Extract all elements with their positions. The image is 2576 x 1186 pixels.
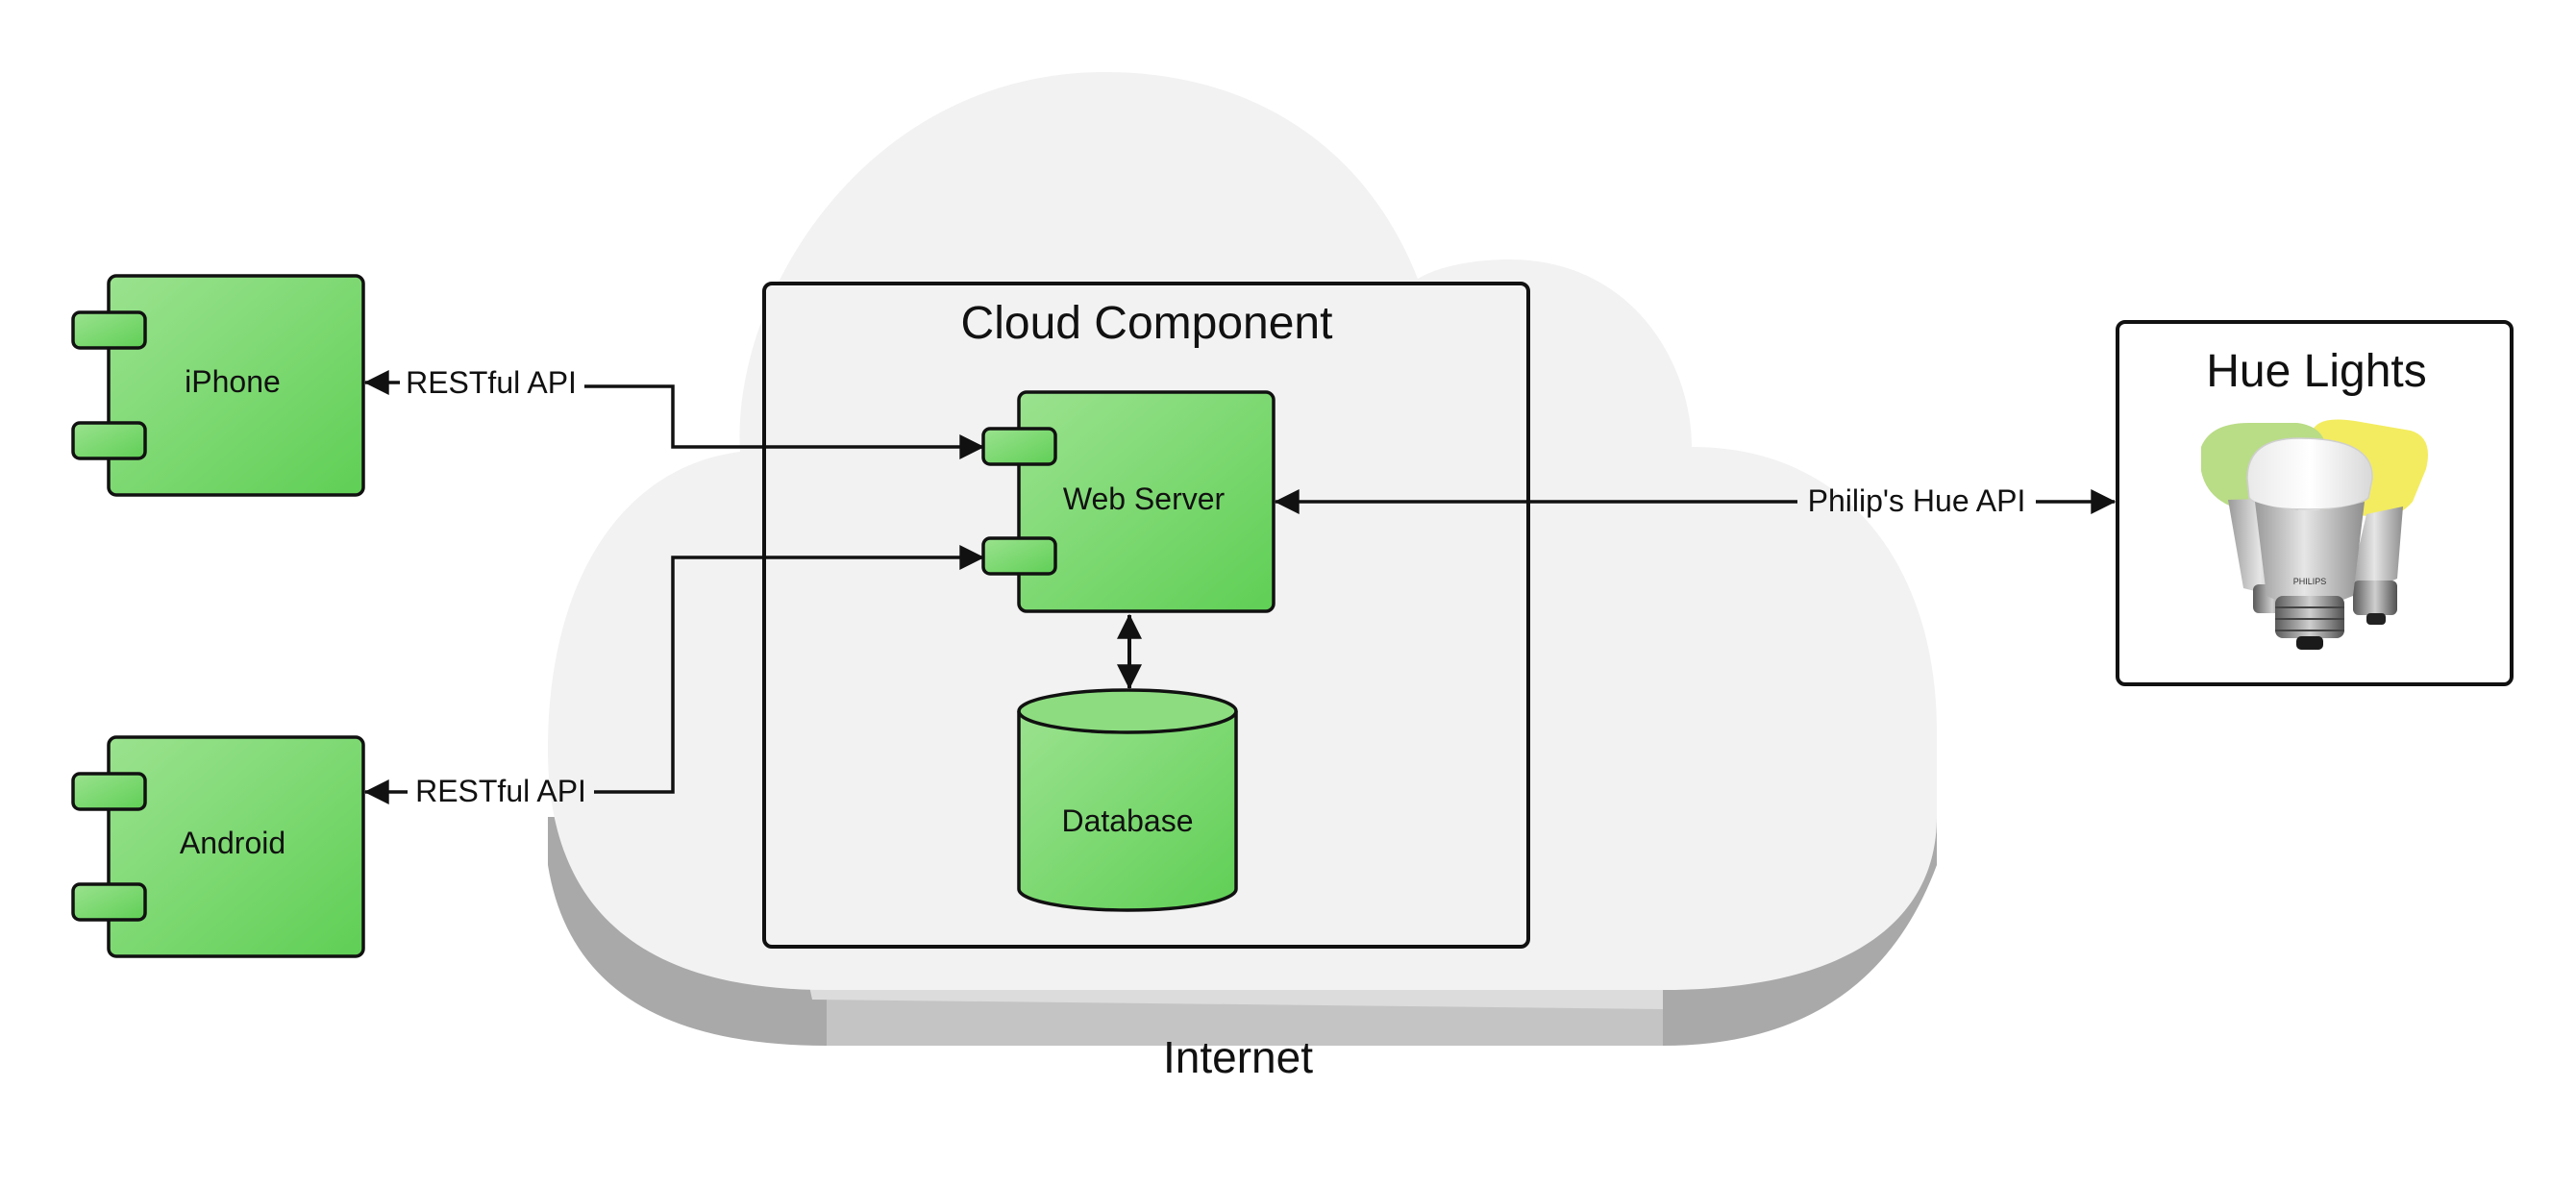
iphone-component: iPhone [71, 274, 365, 497]
android-port-bottom [71, 882, 147, 922]
cloud-component-title: Cloud Component [961, 298, 1333, 349]
iphone-label: iPhone [185, 364, 281, 399]
hue-api-label: Philip's Hue API [1808, 483, 2026, 518]
hue-lights-box: Hue Lights PHILIPS [2116, 320, 2514, 686]
iphone-api-label: RESTful API [406, 365, 577, 400]
android-port-top [71, 772, 147, 811]
database-cylinder: Database [1017, 688, 1238, 912]
android-label: Android [180, 826, 285, 860]
hue-lights-title: Hue Lights [2206, 346, 2426, 397]
webserver-hue-connector: Philip's Hue API [1274, 483, 2117, 518]
web-server-component: Web Server [981, 390, 1276, 613]
web-server-port-bottom [981, 536, 1057, 576]
hue-bulbs-icon: PHILIPS [2201, 419, 2428, 650]
android-webserver-connector: RESTful API [363, 545, 985, 808]
cloud-component-container: Cloud Component [762, 282, 1530, 949]
internet-label: Internet [1163, 1032, 1313, 1082]
database-label: Database [1062, 803, 1194, 838]
android-component: Android [71, 735, 365, 958]
hue-brand-logo: PHILIPS [2293, 577, 2327, 586]
iphone-port-top [71, 310, 147, 350]
web-server-port-top [981, 427, 1057, 466]
android-api-label: RESTful API [415, 774, 586, 808]
iphone-port-bottom [71, 421, 147, 460]
web-server-label: Web Server [1063, 482, 1226, 516]
iphone-webserver-connector: RESTful API [363, 365, 985, 459]
